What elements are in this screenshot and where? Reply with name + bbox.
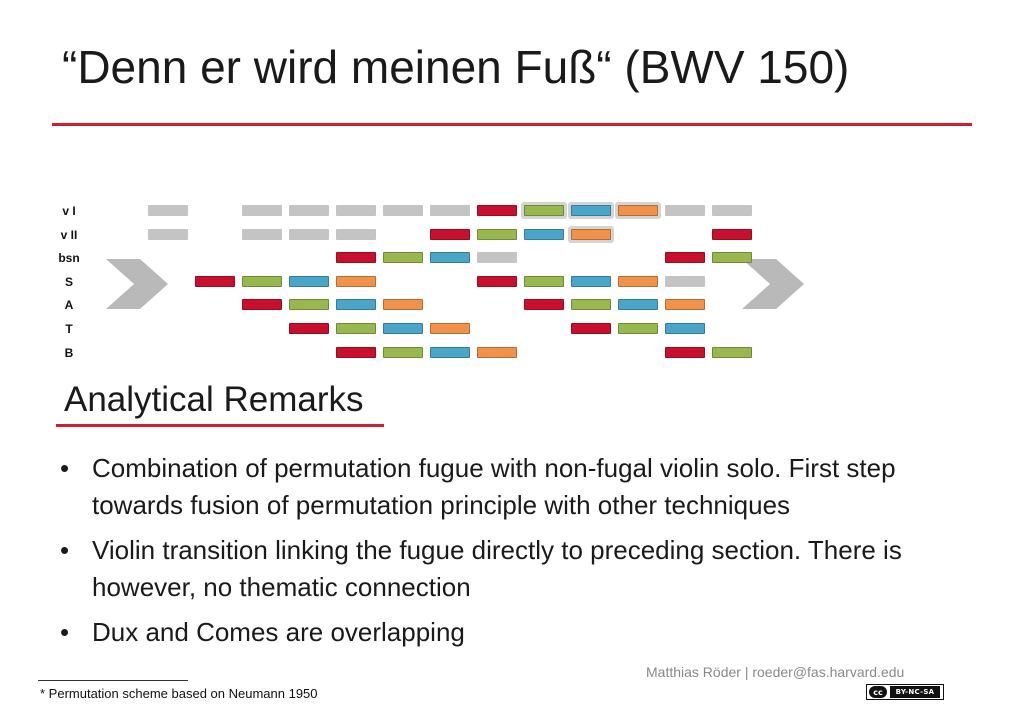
theme-block-blue — [618, 299, 658, 310]
theme-block-green — [477, 229, 517, 240]
list-item: • Violin transition linking the fugue di… — [58, 532, 958, 606]
bullet-icon: • — [60, 535, 70, 565]
footnote-divider — [38, 680, 188, 681]
theme-block-red — [336, 252, 376, 263]
theme-block-green — [383, 252, 423, 263]
theme-block-red — [571, 323, 611, 334]
theme-block-red — [665, 347, 705, 358]
theme-block-gray — [242, 229, 282, 240]
theme-block-blue — [665, 323, 705, 334]
theme-block-green — [712, 252, 752, 263]
theme-block-red — [712, 229, 752, 240]
theme-block-blue — [571, 276, 611, 287]
theme-block-blue — [289, 276, 329, 287]
theme-block-green — [618, 323, 658, 334]
theme-block-gray — [665, 276, 705, 287]
theme-block-red — [524, 299, 564, 310]
theme-block-green — [242, 276, 282, 287]
theme-block-gray — [336, 229, 376, 240]
theme-block-orange — [618, 205, 658, 216]
theme-block-gray — [712, 205, 752, 216]
bullet-icon: • — [60, 617, 70, 647]
cc-icon: cc — [869, 686, 887, 698]
theme-block-orange — [571, 229, 611, 240]
theme-block-gray — [148, 229, 188, 240]
theme-block-blue — [336, 299, 376, 310]
remarks-list: • Combination of permutation fugue with … — [58, 450, 958, 659]
theme-block-gray — [383, 205, 423, 216]
theme-block-red — [289, 323, 329, 334]
voice-label: v II — [60, 228, 78, 242]
theme-block-green — [712, 347, 752, 358]
theme-block-orange — [665, 299, 705, 310]
footnote: * Permutation scheme based on Neumann 19… — [40, 686, 318, 701]
voice-label: A — [64, 298, 74, 312]
list-item: • Dux and Comes are overlapping — [58, 614, 958, 651]
author-credit: Matthias Röder | roeder@fas.harvard.edu — [646, 664, 905, 680]
theme-block-red — [195, 276, 235, 287]
voice-label: bsn — [58, 251, 80, 265]
theme-block-green — [383, 347, 423, 358]
theme-block-red — [477, 276, 517, 287]
theme-block-red — [477, 205, 517, 216]
remark-text: Violin transition linking the fugue dire… — [92, 535, 902, 602]
theme-block-gray — [242, 205, 282, 216]
theme-block-green — [571, 299, 611, 310]
voice-label: T — [65, 322, 73, 336]
theme-block-gray — [289, 205, 329, 216]
theme-block-gray — [148, 205, 188, 216]
theme-block-gray — [430, 205, 470, 216]
theme-block-blue — [571, 205, 611, 216]
chevron-right-icon-left — [106, 259, 168, 309]
theme-block-red — [242, 299, 282, 310]
theme-block-orange — [618, 276, 658, 287]
theme-block-blue — [383, 323, 423, 334]
theme-block-blue — [430, 347, 470, 358]
theme-block-gray — [477, 252, 517, 263]
bullet-icon: • — [60, 453, 70, 483]
voice-label: S — [64, 275, 73, 289]
theme-block-orange — [336, 276, 376, 287]
section-underline — [56, 424, 384, 427]
theme-block-green — [289, 299, 329, 310]
theme-block-red — [336, 347, 376, 358]
section-title: Analytical Remarks — [64, 380, 364, 419]
theme-block-orange — [383, 299, 423, 310]
chevron-right-icon-right — [742, 259, 804, 309]
voice-label: v I — [62, 204, 76, 218]
license-badge[interactable]: cc BY-NC-SA — [866, 684, 944, 700]
theme-block-green — [336, 323, 376, 334]
theme-block-blue — [524, 229, 564, 240]
theme-block-red — [665, 252, 705, 263]
theme-block-blue — [430, 252, 470, 263]
theme-block-orange — [430, 323, 470, 334]
theme-block-red — [430, 229, 470, 240]
slide-title: “Denn er wird meinen Fuß“ (BWV 150) — [62, 41, 850, 93]
theme-block-green — [524, 205, 564, 216]
theme-block-gray — [289, 229, 329, 240]
remark-text: Dux and Comes are overlapping — [92, 617, 465, 647]
title-underline — [52, 123, 972, 126]
theme-block-green — [524, 276, 564, 287]
theme-block-gray — [336, 205, 376, 216]
theme-block-orange — [477, 347, 517, 358]
theme-block-gray — [665, 205, 705, 216]
list-item: • Combination of permutation fugue with … — [58, 450, 958, 524]
license-terms: BY-NC-SA — [890, 686, 940, 698]
remark-text: Combination of permutation fugue with no… — [92, 453, 896, 520]
voice-label: B — [64, 346, 74, 360]
